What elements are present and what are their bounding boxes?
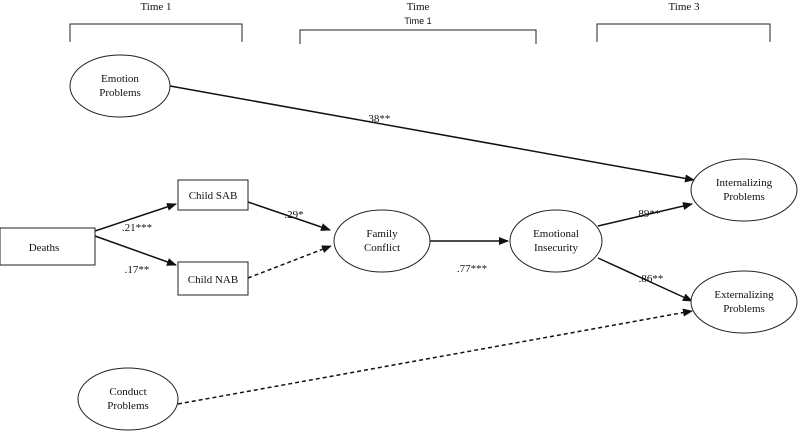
- time1-header: Time 1: [140, 1, 171, 13]
- coef-insecurity-externalizing: .86**: [639, 273, 664, 285]
- edge-insecurity-to-internalizing: [597, 202, 693, 227]
- coef-deaths-nab: .17**: [125, 264, 150, 276]
- edge-deaths-to-sab: [94, 203, 177, 232]
- family-conflict-line1: Family: [366, 228, 398, 240]
- externalizing-problems-line2: Problems: [723, 303, 765, 315]
- internalizing-problems-line2: Problems: [723, 191, 765, 203]
- emotional-insecurity-line2: Insecurity: [534, 242, 578, 254]
- externalizing-problems-line1: Externalizing: [714, 289, 774, 301]
- edge-insecurity-to-externalizing: [597, 257, 693, 302]
- conduct-problems-line2: Problems: [107, 400, 149, 412]
- edge-emotion-to-internalizing: [169, 85, 695, 183]
- edge-sab-to-family: [247, 201, 331, 231]
- child-sab-label: Child SAB: [189, 190, 238, 202]
- internalizing-problems-line1: Internalizing: [716, 177, 773, 189]
- coef-deaths-sab: .21***: [122, 222, 152, 234]
- coef-emotion-internalizing: .38**: [366, 113, 391, 125]
- node-conduct-problems: Conduct Problems: [77, 367, 179, 431]
- emotion-problems-line2: Problems: [99, 87, 141, 99]
- coef-sab-family: .29*: [284, 209, 303, 221]
- family-conflict-line2: Conflict: [364, 242, 400, 254]
- node-emotional-insecurity: Emotional Insecurity: [509, 209, 603, 273]
- deaths-label: Deaths: [29, 242, 60, 254]
- coef-family-insecurity: .77***: [457, 263, 487, 275]
- conduct-problems-line1: Conduct: [109, 386, 146, 398]
- coef-insecurity-internalizing: .89**: [636, 208, 661, 220]
- emotional-insecurity-line1: Emotional: [533, 228, 579, 240]
- node-internalizing-problems: Internalizing Problems: [690, 158, 798, 222]
- node-child-sab: Child SAB: [177, 179, 249, 211]
- node-emotion-problems: Emotion Problems: [69, 54, 171, 118]
- time3-bracket: [596, 23, 771, 42]
- emotion-problems-line1: Emotion: [101, 73, 139, 85]
- edge-deaths-to-nab: [94, 235, 177, 266]
- node-deaths: Deaths: [0, 227, 96, 266]
- time1-bracket: [69, 23, 243, 42]
- time2-subheader: Time 1: [404, 16, 431, 26]
- node-externalizing-problems: Externalizing Problems: [690, 270, 798, 334]
- time2-header: Time: [407, 1, 430, 13]
- time3-header: Time 3: [668, 1, 700, 13]
- edge-nab-to-family: [247, 245, 332, 279]
- time2-bracket: [299, 29, 537, 44]
- edge-conduct-to-externalizing: [177, 308, 693, 405]
- node-child-nab: Child NAB: [177, 261, 249, 296]
- child-nab-label: Child NAB: [188, 274, 238, 286]
- node-family-conflict: Family Conflict: [333, 209, 431, 273]
